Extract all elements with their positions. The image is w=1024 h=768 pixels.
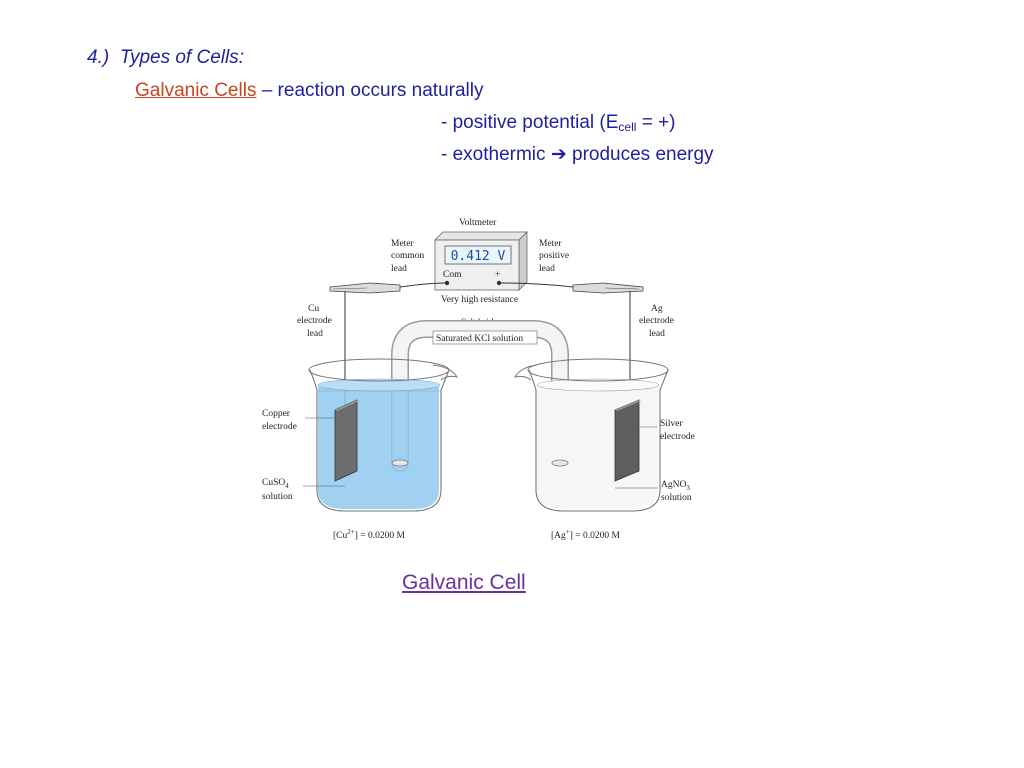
cuso4-solution-label: solution bbox=[262, 492, 293, 502]
right-arrow-icon: ➔ bbox=[550, 144, 567, 165]
right-alligator-clip bbox=[572, 282, 644, 294]
meter-positive-lead-label-3: lead bbox=[539, 264, 555, 274]
galvanic-cell-svg: 0.412 V Com + Voltmeter Very high resist… bbox=[262, 218, 695, 541]
right-beaker bbox=[513, 358, 669, 512]
ag-concentration: [Ag+] = 0.0200 M bbox=[551, 528, 621, 541]
bullet2-prefix: - exothermic bbox=[441, 144, 551, 165]
meter-common-lead-label: Meter bbox=[391, 239, 415, 249]
silver-electrode-label-2: electrode bbox=[660, 432, 695, 442]
bullet-positive-potential: - positive potential (Ecell = +) bbox=[441, 112, 676, 134]
bullet2-suffix: produces energy bbox=[566, 144, 714, 165]
cu-lead-label: Cu bbox=[308, 304, 319, 314]
left-beaker bbox=[308, 358, 459, 512]
meter-positive-lead-label-2: positive bbox=[539, 251, 569, 261]
copper-electrode-label: Copper bbox=[262, 409, 291, 419]
voltmeter-title: Voltmeter bbox=[459, 218, 497, 228]
galvanic-cells-link[interactable]: Galvanic Cells bbox=[135, 80, 257, 101]
galvanic-cell-link[interactable]: Galvanic Cell bbox=[402, 571, 526, 594]
bullet1-prefix: - positive potential (E bbox=[441, 112, 619, 133]
cu-lead-label-3: lead bbox=[307, 329, 323, 339]
galvanic-line: Galvanic Cells – reaction occurs natural… bbox=[135, 80, 484, 102]
section-title: Types of Cells: bbox=[119, 47, 244, 68]
voltmeter-display: 0.412 V bbox=[451, 249, 506, 264]
meter-common-lead-label-3: lead bbox=[391, 264, 407, 274]
silver-electrode-label: Silver bbox=[660, 419, 684, 429]
section-heading: 4.) Types of Cells: bbox=[87, 47, 244, 69]
galvanic-description: – reaction occurs naturally bbox=[256, 80, 484, 101]
voltmeter: 0.412 V Com + bbox=[434, 231, 528, 291]
section-number: 4.) bbox=[87, 47, 110, 68]
galvanic-cell-diagram: 0.412 V Com + Voltmeter Very high resist… bbox=[255, 205, 710, 550]
cuso4-label: CuSO4 bbox=[262, 478, 289, 490]
meter-common-lead-label-2: common bbox=[391, 251, 424, 261]
ag-lead-label-3: lead bbox=[649, 329, 665, 339]
left-alligator-clip bbox=[329, 282, 401, 294]
ag-lead-label: Ag bbox=[651, 304, 663, 314]
agno3-label: AgNO3 bbox=[661, 480, 690, 492]
bullet1-suffix: = +) bbox=[636, 112, 676, 133]
ag-lead-label-2: electrode bbox=[639, 316, 674, 326]
bullet1-subscript: cell bbox=[618, 120, 637, 134]
agno3-solution-label: solution bbox=[661, 493, 692, 503]
copper-electrode-label-2: electrode bbox=[262, 422, 297, 432]
cu-concentration: [Cu2+] = 0.0200 M bbox=[333, 528, 405, 541]
salt-bridge bbox=[391, 320, 569, 472]
cu-lead-label-2: electrode bbox=[297, 316, 332, 326]
com-label: Com bbox=[443, 270, 462, 280]
kcl-solution-label: Saturated KCl solution bbox=[436, 334, 523, 344]
plus-label: + bbox=[495, 270, 500, 280]
resistance-label: Very high resistance bbox=[441, 295, 518, 305]
meter-positive-lead-label: Meter bbox=[539, 239, 563, 249]
bullet-exothermic: - exothermic ➔ produces energy bbox=[441, 143, 714, 166]
